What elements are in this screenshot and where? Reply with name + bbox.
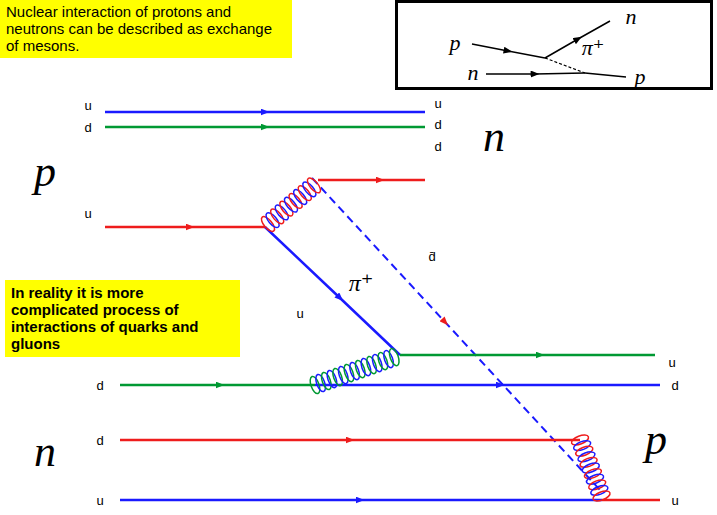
note-text: In reality it is more complicated proces… xyxy=(11,284,234,352)
quark-label: d xyxy=(434,139,441,154)
note-box: In reality it is more complicated proces… xyxy=(5,280,240,357)
d-quark-line xyxy=(120,384,315,387)
quark-label: u xyxy=(671,493,678,508)
pion-label: π⁺ xyxy=(349,270,374,296)
particle-label: p xyxy=(450,31,461,55)
quark-label: u xyxy=(434,96,441,111)
gluon-coil xyxy=(570,433,611,503)
gluon-coil xyxy=(259,176,323,233)
particle-label: n xyxy=(468,61,479,85)
gluon-coil xyxy=(308,347,401,395)
proton-line xyxy=(472,44,545,58)
neutron-line xyxy=(486,73,585,74)
proton-line xyxy=(585,73,626,77)
note-box: Nuclear interaction of protons and neutr… xyxy=(0,0,292,58)
quark-label: d xyxy=(434,117,441,132)
quark-label: u xyxy=(84,98,91,113)
u-quark-line xyxy=(400,354,655,357)
d-quark-line xyxy=(105,126,425,129)
u-quark-line xyxy=(120,499,602,502)
u-quark-line xyxy=(602,499,660,502)
u-quark-line xyxy=(105,226,265,229)
particle-label: p xyxy=(635,65,646,89)
u-quark-line xyxy=(105,111,425,114)
antiquark-label: d̄ xyxy=(428,249,435,264)
quark-label: d xyxy=(84,120,91,135)
inset-diagram-box: pnπ⁺np xyxy=(395,0,713,90)
quark-label: d xyxy=(96,378,103,393)
note-text: Nuclear interaction of protons and neutr… xyxy=(6,3,286,54)
particle-label: n xyxy=(34,429,56,475)
quark-label: u xyxy=(668,355,675,370)
d-quark-line xyxy=(318,179,425,182)
quark-label: d xyxy=(96,433,103,448)
anti-d-quark-line xyxy=(312,178,600,490)
quark-label: d xyxy=(671,378,678,393)
d-quark-line xyxy=(315,384,660,387)
d-quark-line xyxy=(120,439,580,442)
particle-label: n xyxy=(626,5,637,29)
particle-label: p xyxy=(34,149,56,195)
pion-line xyxy=(545,58,585,73)
quark-label: u xyxy=(96,493,103,508)
particle-label: p xyxy=(645,417,667,463)
particle-label: π⁺ xyxy=(582,36,605,60)
quark-label: u xyxy=(84,206,91,221)
u-quark-line xyxy=(265,227,400,355)
particle-label: n xyxy=(483,114,505,160)
quark-label: u xyxy=(296,306,303,321)
